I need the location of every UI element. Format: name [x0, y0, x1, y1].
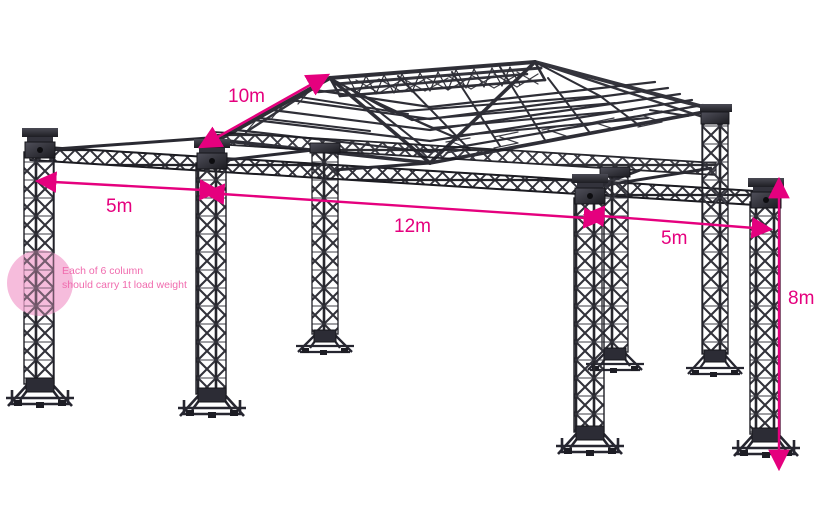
dimension-label-12m: 12m	[394, 216, 431, 237]
dimension-annotations	[34, 73, 790, 472]
dimension-label-5m-right: 5m	[661, 228, 688, 249]
dimension-label-10m: 10m	[228, 86, 265, 107]
column-load-note-line2: should carry 1t load weight	[62, 279, 187, 291]
dimension-arrow-5m-right	[582, 205, 774, 239]
dimension-arrow-5m-left	[34, 171, 222, 201]
dimension-arrow-10m	[197, 73, 331, 149]
column-load-note-line1: Each of 6 column	[62, 265, 144, 277]
dimension-label-5m-left: 5m	[106, 196, 133, 217]
dimension-label-8m: 8m	[788, 288, 815, 309]
dimension-arrow-12m	[202, 183, 606, 229]
column-load-note: Each of 6 column should carry 1t load we…	[62, 264, 187, 292]
